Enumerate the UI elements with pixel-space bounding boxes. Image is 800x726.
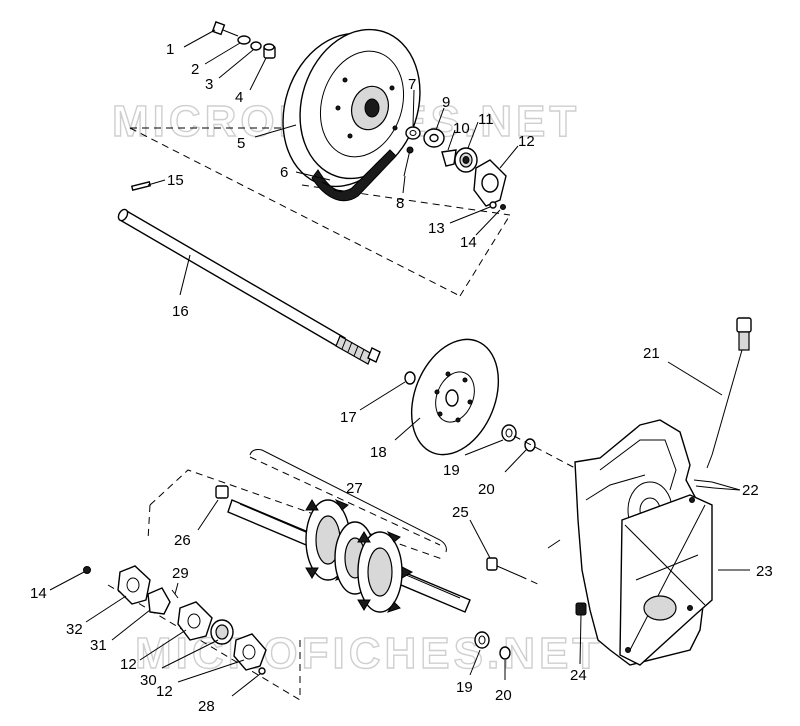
upper-assembly-boundary	[129, 127, 511, 297]
callout-15: 15	[167, 172, 184, 189]
callout-5: 5	[237, 135, 245, 152]
callout-32: 32	[66, 621, 83, 638]
shaft-part-16	[117, 208, 381, 365]
callout-19-lower: 19	[456, 679, 473, 696]
callout-22: 22	[742, 482, 759, 499]
callout-24: 24	[570, 667, 587, 684]
bolt-part-26	[215, 485, 229, 499]
callout-3: 3	[205, 76, 213, 93]
nut-part-14-lower	[83, 566, 91, 574]
callout-12-lower-left: 12	[120, 656, 137, 673]
callout-20-lower: 20	[495, 687, 512, 704]
callout-11: 11	[478, 111, 494, 128]
callout-30: 30	[140, 672, 157, 689]
callout-17: 17	[340, 409, 357, 426]
callout-28: 28	[198, 698, 215, 715]
callout-9: 9	[442, 94, 450, 111]
callout-27: 27	[346, 480, 363, 497]
washer-part-7	[405, 126, 421, 140]
callout-7: 7	[408, 76, 416, 93]
callout-21: 21	[643, 345, 660, 362]
brake-disc-part-18	[410, 338, 500, 456]
seal-part-19-upper	[501, 424, 517, 442]
upper-seal-alignment-line	[513, 435, 576, 469]
o-ring-part-20-upper	[524, 438, 536, 452]
snap-ring-part-17	[404, 371, 416, 385]
callout-14-lower: 14	[30, 585, 47, 602]
callout-8: 8	[396, 195, 404, 212]
callout-13: 13	[428, 220, 445, 237]
bolt-part-1	[211, 21, 239, 37]
bearing-part-11	[454, 147, 478, 173]
bolt-part-8	[403, 146, 414, 177]
spacer-part-4	[263, 43, 276, 59]
callout-4: 4	[235, 89, 243, 106]
retainer-part-10	[441, 149, 457, 167]
flange-part-32	[117, 565, 151, 605]
callout-12-lower-right: 12	[156, 683, 173, 700]
drive-shaft-part-27	[227, 449, 471, 613]
nut-part-28	[258, 667, 266, 675]
callout-25: 25	[452, 504, 469, 521]
track-sprocket-right	[357, 530, 414, 613]
bearing-part-30	[210, 619, 234, 645]
washer-part-2	[237, 35, 251, 45]
callout-12-upper: 12	[518, 133, 535, 150]
nut-part-14-upper	[500, 204, 506, 210]
dipstick-part-21	[706, 317, 752, 469]
o-ring-part-20-lower	[499, 646, 511, 660]
drive-sprocket-part-5	[282, 28, 421, 188]
key-part-15	[130, 181, 152, 191]
nut-part-13	[489, 201, 497, 209]
callout-26: 26	[174, 532, 191, 549]
seal-part-19-lower	[474, 631, 490, 649]
flange-part-12-upper	[473, 159, 507, 207]
seal-part-31	[147, 587, 171, 615]
callout-18: 18	[370, 444, 387, 461]
callout-16: 16	[172, 303, 189, 320]
flange-part-12-lower-left	[177, 601, 213, 641]
callout-31: 31	[90, 637, 107, 654]
callout-1: 1	[166, 41, 174, 58]
callout-29: 29	[172, 565, 189, 582]
callout-10: 10	[453, 120, 470, 137]
drain-plug-part-24	[575, 602, 587, 616]
pins-part-22	[693, 479, 715, 489]
callout-labels: 1 2 3 4 5 6 7 8 9 10 11 12 13 14 15 16 1…	[30, 41, 773, 715]
washer-part-3	[250, 41, 262, 51]
callout-6: 6	[280, 164, 288, 181]
callout-20-upper: 20	[478, 481, 495, 498]
lock-washer-part-9	[423, 128, 445, 148]
bolt-part-25	[486, 557, 541, 586]
callout-2: 2	[191, 61, 199, 78]
callout-23: 23	[756, 563, 773, 580]
callout-19-upper: 19	[443, 462, 460, 479]
callout-leaders	[49, 29, 750, 697]
chaincase-housing-part-23	[574, 419, 713, 666]
chain-part-6	[311, 149, 397, 201]
callout-14-upper: 14	[460, 234, 477, 251]
